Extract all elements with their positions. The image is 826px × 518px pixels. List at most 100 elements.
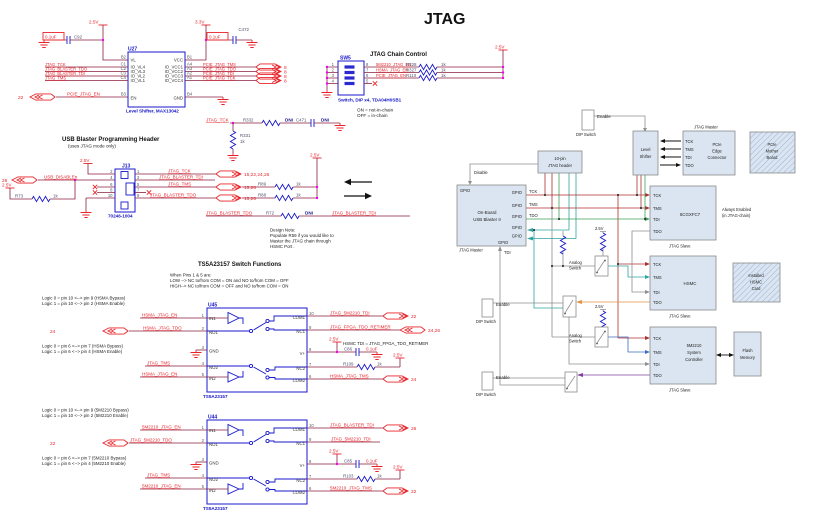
page-ref: 8 bbox=[284, 69, 287, 75]
net-label: HSMA_JTAG_EN bbox=[142, 371, 177, 376]
svg-text:TDI: TDI bbox=[653, 217, 660, 222]
pin-num: 4 bbox=[202, 473, 205, 478]
pin-num: 1 bbox=[202, 313, 205, 318]
svg-text:GPIO: GPIO bbox=[460, 188, 470, 193]
res-value: 1k bbox=[441, 62, 446, 67]
pin-num: 10 bbox=[108, 193, 113, 198]
c472-value: 0.1uF bbox=[209, 35, 221, 40]
r331-refdes: R331 bbox=[240, 133, 251, 138]
jtag-10pin-header-box bbox=[537, 150, 583, 174]
pin-num: 8 bbox=[110, 188, 113, 193]
pin-name: IN2 bbox=[209, 488, 216, 493]
svg-text:TCK: TCK bbox=[653, 193, 661, 198]
pin-num: 4 bbox=[332, 79, 335, 84]
u27-rail-right-label: 3.3V bbox=[195, 20, 205, 25]
r73-refdes: R73 bbox=[15, 193, 24, 198]
pin-name: COM1 bbox=[293, 427, 306, 432]
svg-text:Card: Card bbox=[752, 286, 762, 291]
pin-num: 3 bbox=[202, 457, 205, 462]
res-value: 1k bbox=[296, 193, 301, 198]
svg-text:5M2210: 5M2210 bbox=[687, 343, 703, 348]
net-label: HSMA_JTAG_EN bbox=[142, 312, 177, 317]
pin-num: A2 bbox=[187, 71, 193, 76]
pin-name: COM2 bbox=[293, 490, 306, 495]
pin-num: C1 bbox=[121, 62, 127, 67]
logic-note: Logic 0 = pin 10 <--> pin 9 (5M2210 Bypa… bbox=[42, 408, 129, 413]
cap-value-box bbox=[206, 32, 229, 41]
svg-text:Level: Level bbox=[641, 147, 651, 152]
pin-num: C4 bbox=[121, 75, 127, 80]
svg-text:TMS: TMS bbox=[653, 206, 662, 211]
u27-refdes: U27 bbox=[128, 47, 137, 53]
pin-num: 2 bbox=[110, 169, 113, 174]
pin-num: 5 bbox=[366, 78, 369, 83]
pin-num: 6 bbox=[366, 73, 369, 78]
fpga-5cgxfc7-box bbox=[649, 185, 717, 241]
connector-key bbox=[120, 171, 129, 179]
net-label: JTAG_5M2210_TDI bbox=[331, 436, 371, 441]
cap-value-box bbox=[42, 32, 65, 41]
j13-part: 70246-1004 bbox=[108, 214, 133, 219]
pin-num: 2 bbox=[332, 68, 335, 73]
svg-text:TDI: TDI bbox=[653, 362, 660, 367]
pin-name: V+ bbox=[300, 351, 306, 356]
dip-switch-label: DIP Switch bbox=[476, 392, 497, 397]
svg-text:TMS: TMS bbox=[653, 275, 662, 280]
pin-num: 10 bbox=[309, 423, 314, 428]
svg-text:GPIO: GPIO bbox=[512, 214, 522, 219]
rail-label: 2.5V bbox=[393, 465, 403, 470]
res-value: 1k bbox=[441, 67, 446, 72]
svg-text:GPIO: GPIO bbox=[512, 225, 522, 230]
net-label: JTAG_FPGA_TDO_RETIMER bbox=[330, 324, 391, 329]
jtag-slave-caption: JTAG Slave bbox=[669, 388, 691, 393]
r332-refdes: R332 bbox=[243, 117, 254, 122]
pin-name: IO_VCC1 bbox=[165, 65, 184, 70]
pin-name: IN1 bbox=[209, 428, 216, 433]
usb-blaster-box bbox=[456, 184, 527, 247]
svg-text:USB Blaster II: USB Blaster II bbox=[473, 217, 501, 222]
pin-num: 8 bbox=[366, 62, 369, 67]
net-label: HSMA_JTAG_TMS bbox=[330, 373, 369, 378]
page-ref: 8 bbox=[284, 78, 287, 84]
net-label: JTAG_TMS bbox=[168, 181, 191, 186]
res-value: 1k bbox=[296, 182, 301, 187]
hsmc-name: HSMC bbox=[684, 281, 697, 286]
dip-switch-label: DIP Switch bbox=[576, 132, 597, 137]
disable-label: Disable bbox=[474, 170, 488, 175]
svg-text:Always Enabled: Always Enabled bbox=[722, 207, 752, 212]
pin-num: A4 bbox=[187, 62, 193, 67]
svg-text:Connector: Connector bbox=[708, 155, 728, 160]
pin-num: 4 bbox=[202, 361, 205, 366]
page-ref: 15,26 bbox=[244, 196, 256, 202]
sw5-part: Switch, DIP x4, TDA04H0SB1 bbox=[338, 98, 402, 103]
pin-name: NO1 bbox=[209, 330, 218, 335]
svg-text:TCK: TCK bbox=[529, 189, 537, 194]
pin-num: 2 bbox=[202, 438, 205, 443]
pin-name: NC2 bbox=[296, 478, 305, 483]
r72-refdes: R72 bbox=[266, 210, 275, 215]
pin-name: NC1 bbox=[296, 441, 305, 446]
page-ref: 24 bbox=[50, 329, 56, 335]
pin-num: 8 bbox=[309, 459, 312, 464]
page-ref: 15,26 bbox=[244, 185, 256, 191]
u45-analog-switch: Logic 0 = pin 10 <--> pin 9 (HSMA Bypass… bbox=[42, 296, 440, 400]
on-note: ON = not-in-chain bbox=[357, 108, 394, 113]
pin-num: 6 bbox=[309, 374, 312, 379]
dip-slider bbox=[344, 65, 355, 69]
rail-label: 2.5V bbox=[329, 337, 339, 342]
page-ref: 24 bbox=[411, 377, 417, 383]
svg-text:Flash: Flash bbox=[742, 348, 753, 353]
pin-name: V+ bbox=[300, 463, 306, 468]
svg-text:Memory: Memory bbox=[740, 355, 756, 360]
net-label: JTAG_BLASTER_TDI bbox=[332, 210, 376, 215]
pin-num: 7 bbox=[309, 474, 312, 479]
u44-body bbox=[206, 419, 308, 505]
r109-refdes: R109 bbox=[343, 361, 354, 366]
svg-text:Analog: Analog bbox=[569, 333, 582, 338]
rail-label: 2.5V bbox=[2, 183, 12, 188]
jtag-slave-caption: JTAG Slave bbox=[669, 314, 691, 319]
enable-label: Enable bbox=[496, 375, 510, 380]
tck-termination: JTAG_TCK R332 DNI C471 DNI R331 1k bbox=[206, 117, 346, 161]
svg-text:Switch: Switch bbox=[569, 266, 582, 271]
pin-num: 3 bbox=[202, 345, 205, 350]
